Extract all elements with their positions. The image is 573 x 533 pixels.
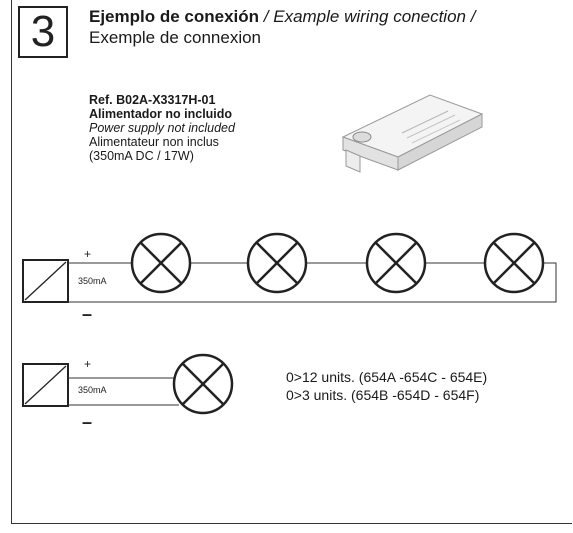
lamp-symbol <box>130 232 192 294</box>
title-spanish: Ejemplo de conexión <box>89 7 260 26</box>
unit-limits: 0>12 units. (654A -654C - 654E) 0>3 unit… <box>286 368 487 404</box>
power-supply-note-es: Alimentador no incluido <box>89 107 233 121</box>
series-circuit: + – 350mA <box>22 232 557 324</box>
lamp-symbol <box>483 232 545 294</box>
plus-sign: + <box>84 357 91 371</box>
title-french: Exemple de connexion <box>89 28 262 47</box>
power-supply-note-fr: Alimentateur non inclus <box>89 135 219 149</box>
single-circuit: + – 350mA <box>22 353 234 432</box>
lamp-symbol <box>172 353 234 415</box>
step-number-box: 3 <box>18 6 68 58</box>
power-supply-note-en: Power supply not included <box>89 121 235 135</box>
minus-sign: – <box>82 304 92 324</box>
driver-diagonal <box>24 365 67 405</box>
product-info: Ref. B02A-X3317H-01 Alimentador no inclu… <box>89 93 235 163</box>
power-supply-image <box>341 94 484 173</box>
return-wire <box>68 262 557 303</box>
plus-sign: + <box>84 247 91 261</box>
minus-sign: – <box>82 412 92 432</box>
lamp-symbol <box>246 232 308 294</box>
product-ref: Ref. B02A-X3317H-01 <box>89 93 216 107</box>
page-frame <box>11 0 572 524</box>
unit-limit-line-1: 0>12 units. (654A -654C - 654E) <box>286 369 488 385</box>
unit-limit-line-2: 0>3 units. (654B -654D - 654F) <box>286 387 480 403</box>
title-english: / Example wiring conection / <box>263 7 476 26</box>
current-label: 350mA <box>78 276 107 286</box>
power-supply-spec: (350mA DC / 17W) <box>89 149 194 163</box>
lamp-symbol <box>365 232 427 294</box>
current-label: 350mA <box>78 385 107 395</box>
section-title: Ejemplo de conexión / Example wiring con… <box>89 6 475 48</box>
driver-diagonal <box>24 261 67 301</box>
